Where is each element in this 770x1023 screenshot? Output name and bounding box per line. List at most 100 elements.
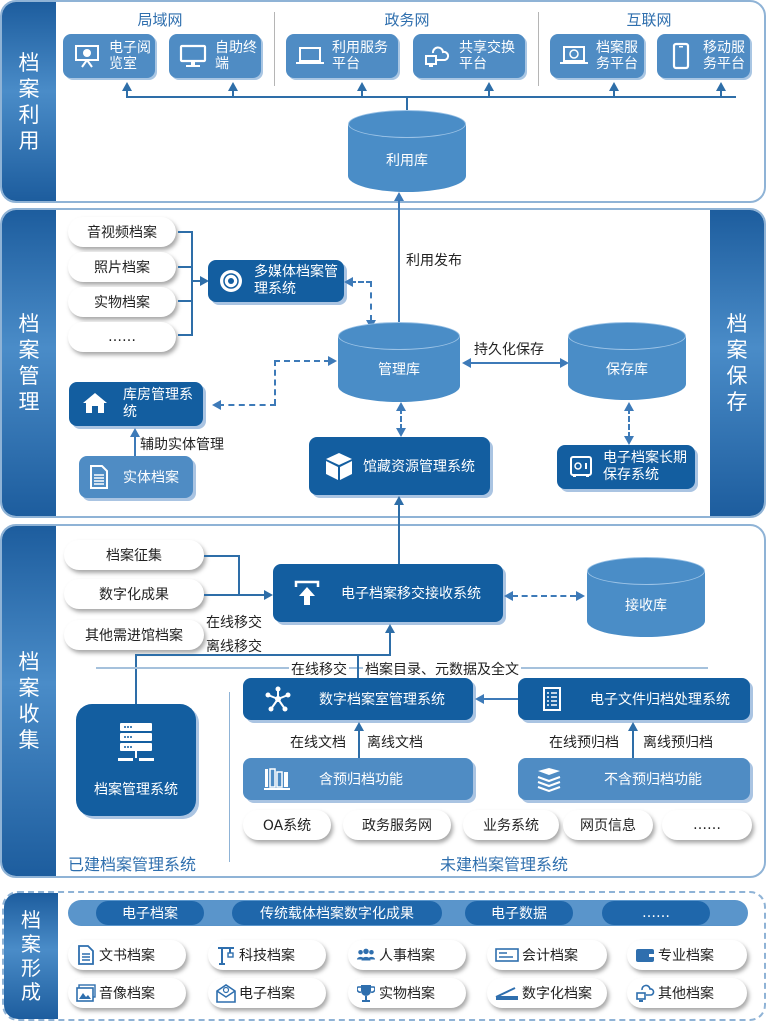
online-transfer-label-2: 在线移交 (289, 659, 349, 679)
assist-label: 辅助实体管理 (140, 437, 224, 453)
source-item[interactable]: 其他需进馆档案 (64, 620, 204, 650)
system-source-item[interactable]: 网页信息 (563, 810, 653, 840)
management-db[interactable]: 管理库 (338, 322, 460, 402)
arrow-left-icon (462, 358, 471, 368)
dashed-connector (218, 404, 276, 406)
arrow-up-icon (716, 82, 726, 91)
source-connector (204, 594, 266, 596)
network-label-internet: 互联网 (626, 11, 672, 29)
physical-archive-box[interactable]: 实体档案 (79, 456, 193, 498)
dashed-connector (512, 595, 576, 597)
laptop-icon (294, 42, 326, 70)
archive-service-platform-button[interactable]: 档案服务平台 (550, 34, 644, 78)
document-icon (89, 464, 111, 490)
bar-item[interactable]: 电子数据 (465, 901, 573, 925)
bar-item[interactable]: 传统载体档案数字化成果 (232, 901, 442, 925)
arrow-up-icon (130, 428, 140, 437)
archive-type-item[interactable]: 其他档案 (627, 978, 747, 1008)
archive-type-item[interactable]: 专业档案 (627, 940, 747, 970)
arrow-up-icon (357, 82, 367, 91)
digital-archive-room-system[interactable]: 数字档案室管理系统 (243, 678, 473, 720)
arrow-up-icon (122, 82, 132, 91)
management-side-label: 档案管理 (2, 210, 56, 516)
collection-side-label: 档案收集 (2, 526, 56, 876)
existing-system-caption: 已建档案管理系统 (68, 855, 197, 874)
media-item[interactable]: 照片档案 (68, 252, 176, 282)
media-item[interactable]: 音视频档案 (68, 217, 176, 247)
preservation-db[interactable]: 保存库 (568, 322, 686, 400)
crane-icon (216, 945, 236, 965)
utilization-service-platform-button[interactable]: 利用服务平台 (286, 34, 398, 78)
bracket (178, 231, 192, 233)
books-icon (263, 766, 291, 792)
collection-resource-system[interactable]: 馆藏资源管理系统 (309, 437, 490, 495)
arrow-right-icon (576, 591, 585, 601)
without-pre-archive-box[interactable]: 不含预归档功能 (518, 758, 750, 800)
persist-label: 持久化保存 (474, 342, 544, 358)
arrow-up-icon (394, 192, 404, 201)
server-icon (116, 721, 156, 765)
warehouse-management-system[interactable]: 库房管理系统 (69, 382, 203, 426)
mobile-service-platform-button[interactable]: 移动服务平台 (657, 34, 750, 78)
system-source-item[interactable]: 政务服务网 (343, 810, 451, 840)
email-icon (216, 983, 236, 1003)
arrow-left-icon (475, 694, 484, 704)
media-item[interactable]: 实物档案 (68, 287, 176, 317)
existing-archive-system[interactable]: 档案管理系统 (76, 704, 196, 816)
system-source-item[interactable]: …… (662, 810, 752, 840)
monitor-icon (177, 42, 209, 70)
transfer-receive-system[interactable]: 电子档案移交接收系统 (273, 564, 503, 622)
archive-type-item[interactable]: 科技档案 (208, 940, 326, 970)
dashed-connector (628, 408, 630, 438)
source-item[interactable]: 档案征集 (64, 540, 204, 570)
check-icon (495, 945, 519, 965)
dashed-connector (400, 408, 402, 430)
archive-type-item[interactable]: 会计档案 (487, 940, 607, 970)
arrow-right-icon (200, 276, 209, 286)
connector-stub (126, 88, 128, 97)
archive-type-item[interactable]: 电子档案 (208, 978, 326, 1008)
archive-type-item[interactable]: 人事档案 (348, 940, 466, 970)
source-connector (204, 555, 240, 557)
offline-pre-label: 离线预归档 (643, 735, 713, 751)
multimedia-archive-system[interactable]: 多媒体档案管理系统 (208, 260, 344, 302)
system-source-item[interactable]: OA系统 (243, 810, 331, 840)
bar-item[interactable]: …… (602, 901, 710, 925)
long-term-preservation-system[interactable]: 电子档案长期保存系统 (557, 445, 695, 489)
arrow-up-icon (628, 722, 638, 731)
utilization-db[interactable]: 利用库 (348, 110, 466, 192)
archive-type-item[interactable]: 音像档案 (68, 978, 186, 1008)
transfer-up-connector (398, 504, 400, 564)
with-pre-archive-box[interactable]: 含预归档功能 (243, 758, 473, 800)
network-divider (274, 12, 275, 86)
arrow-up-icon (228, 82, 238, 91)
archive-type-item[interactable]: 实物档案 (348, 978, 466, 1008)
self-service-terminal-button[interactable]: 自助终端 (169, 34, 261, 78)
safe-icon (569, 455, 593, 479)
stack-icon (534, 766, 564, 792)
archive-type-item[interactable]: 数字化档案 (487, 978, 607, 1008)
shared-exchange-platform-button[interactable]: 共享交换平台 (413, 34, 525, 78)
arrow-up-icon (396, 402, 406, 411)
online-doc-label: 在线文档 (290, 735, 346, 751)
formation-side-label: 档案形成 (4, 893, 58, 1019)
online-pre-label: 在线预归档 (549, 735, 619, 751)
dashed-connector (274, 360, 276, 405)
system-divider (229, 692, 230, 862)
arrow-up-icon (609, 82, 619, 91)
receive-db[interactable]: 接收库 (587, 557, 705, 637)
content-label: 档案目录、元数据及全文 (363, 659, 521, 679)
source-item[interactable]: 数字化成果 (64, 579, 204, 609)
e-reading-room-button[interactable]: 电子阅览室 (63, 34, 155, 78)
file-archive-system[interactable]: 电子文件归档处理系统 (518, 678, 750, 720)
arrow-right-icon (264, 590, 273, 600)
system-source-item[interactable]: 业务系统 (463, 810, 559, 840)
bar-item[interactable]: 电子档案 (96, 901, 204, 925)
utilization-side-label: 档案利用 (2, 2, 56, 201)
bracket (191, 280, 203, 282)
arrow-left-icon (344, 277, 353, 287)
media-item[interactable]: …… (68, 322, 176, 352)
arrow-up-icon (354, 722, 364, 731)
archive-type-item[interactable]: 文书档案 (68, 940, 186, 970)
network-label-gov: 政务网 (384, 11, 430, 29)
